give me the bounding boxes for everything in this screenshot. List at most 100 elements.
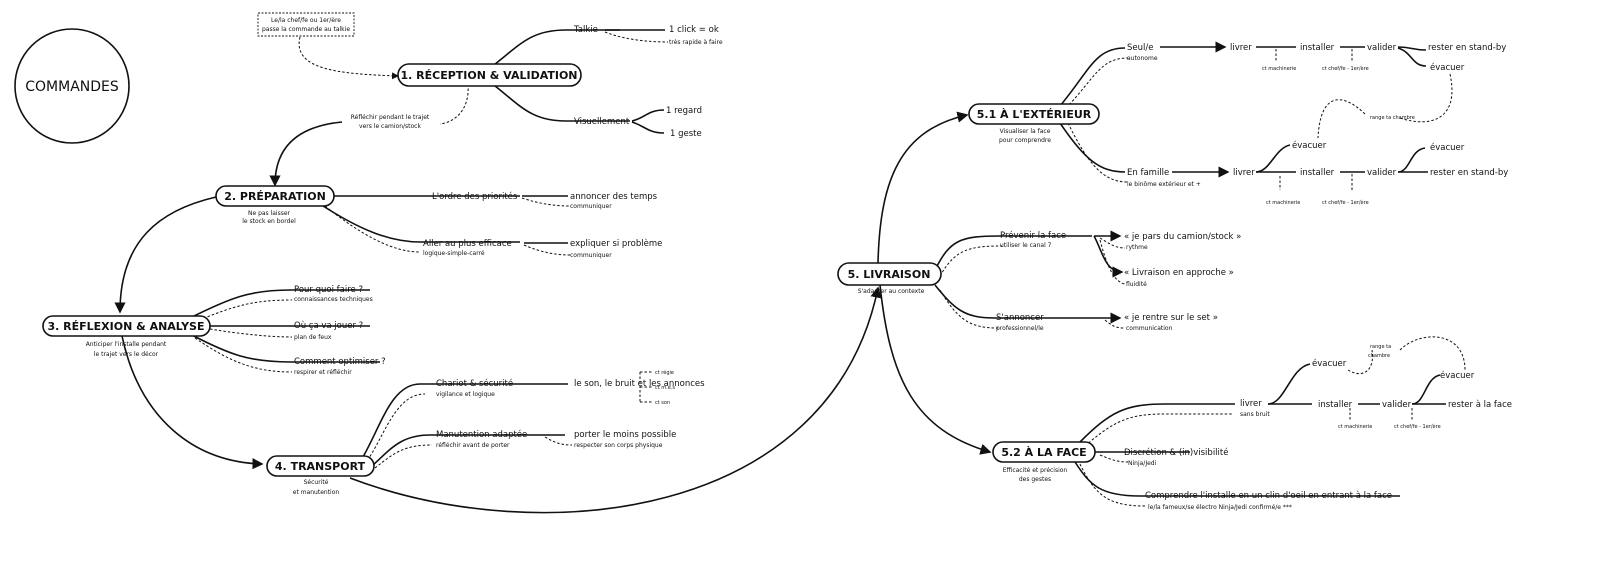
- dash-comment: [194, 337, 293, 373]
- label-n2-sub1: Ne pas laisser: [248, 210, 291, 217]
- label-n51: 5.1 À L'EXTÉRIEUR: [977, 108, 1092, 121]
- branch-prevenir: [934, 235, 1092, 271]
- label-trajet1: Réfléchir pendant le trajet: [351, 114, 430, 121]
- label-rapide: très rapide à faire: [669, 39, 723, 46]
- branch-livrer: [1079, 403, 1235, 443]
- node-preparation: L'ordre des priorités annoncer des temps…: [215, 185, 662, 259]
- note-line1: Le/la chef/fe ou 1er/ère: [271, 17, 341, 24]
- label-n52-sub1: Efficacité et précision: [1003, 467, 1068, 474]
- branch-comprendre: [1074, 461, 1400, 497]
- label-f-valider: valider: [1367, 168, 1397, 178]
- label-range: range ta chambre: [1370, 115, 1415, 121]
- label-n3-sub1: Anticiper l'installe pendant: [86, 341, 167, 348]
- label-plan: plan de feux: [294, 334, 332, 341]
- branch-f-evacuer2: [1397, 147, 1426, 173]
- branch-52-evacuer1: [1267, 363, 1311, 405]
- dash-range-left: [1317, 99, 1366, 139]
- label-comprendre: Comprendre l'installe en un clin d'oeil …: [1145, 491, 1392, 501]
- branch-standby: [1397, 46, 1427, 51]
- dash-pourquoi: [194, 299, 293, 323]
- label-communiquer: communiquer: [570, 203, 612, 210]
- label-f-ct-machinerie: ct machinerie: [1266, 200, 1300, 206]
- dash-communication: [1104, 319, 1125, 329]
- label-n1: 1. RÉCEPTION & VALIDATION: [400, 69, 577, 82]
- label-range52-2: chambre: [1368, 353, 1390, 359]
- label-comment: Comment optimiser ?: [294, 357, 386, 367]
- branch-sannoncer: [934, 284, 1122, 324]
- label-communiquer2: communiquer: [570, 252, 612, 259]
- node-reflexion-analyse: Pour quoi faire ? connaissances techniqu…: [42, 285, 386, 376]
- branch-evacuer: [1397, 47, 1427, 67]
- label-ct-son: ct son: [655, 400, 670, 406]
- dash-annoncer: [521, 197, 571, 207]
- dash-manutention: [374, 444, 433, 469]
- label-n2-sub2: le stock en bordel: [242, 218, 296, 225]
- label-logique: logique-simple-carré: [423, 250, 485, 257]
- label-52-evacuer2: évacuer: [1440, 370, 1475, 381]
- node-livraison: Prévenir la face utiliser le canal 7 « j…: [837, 111, 1241, 455]
- label-ordre: L'ordre des priorités: [432, 191, 518, 202]
- label-manutention: Manutention adaptée: [436, 429, 527, 440]
- arrow-approche: [1093, 235, 1124, 278]
- dash-ct-ticks: [640, 371, 652, 403]
- label-n52: 5.2 À LA FACE: [1001, 446, 1086, 459]
- label-prevenir: Prévenir la face: [1000, 230, 1066, 241]
- label-n4-sub2: et manutention: [293, 489, 340, 496]
- branch-manutention: [371, 434, 565, 467]
- dash-aller: [324, 205, 421, 253]
- connector-5-52: [879, 284, 992, 455]
- note-box: Le/la chef/fe ou 1er/ère passe la comman…: [257, 12, 355, 37]
- label-ninja: Ninja/Jedi: [1128, 460, 1157, 467]
- label-n4-sub1: Sécurité: [304, 479, 329, 486]
- label-aller: Aller au plus efficace: [423, 239, 512, 249]
- dash-range52-a: [1347, 349, 1374, 375]
- label-sansbruit: sans bruit: [1240, 411, 1270, 418]
- connector-2-3: [114, 196, 217, 314]
- dash-fameux: [1079, 463, 1146, 507]
- label-52-valider: valider: [1382, 400, 1412, 410]
- label-click: 1 click = ok: [669, 25, 719, 35]
- label-f-evacuer1: évacuer: [1292, 140, 1327, 151]
- label-vigilance: vigilance et logique: [436, 391, 495, 398]
- label-geste: 1 geste: [670, 129, 702, 139]
- label-52-evacuer1: évacuer: [1312, 358, 1347, 369]
- label-connaissances: connaissances techniques: [294, 296, 373, 303]
- dash-famille: [1067, 122, 1129, 183]
- label-jepars: « je pars du camion/stock »: [1124, 232, 1241, 242]
- label-seul: Seul/e: [1127, 43, 1153, 53]
- branch-geste: [631, 121, 665, 134]
- label-ct-machinerie: ct machinerie: [1262, 66, 1296, 72]
- label-n51-sub1: Visualiser la face: [1000, 128, 1051, 135]
- node-exterieur: Seul/e autonome livrer ct machinerie ins…: [968, 41, 1508, 206]
- label-range52-1: range ta: [1370, 344, 1391, 350]
- dash-livrer: [1084, 413, 1232, 447]
- label-ct-regie: ct régie: [655, 369, 674, 376]
- connector-4-5: [349, 286, 882, 514]
- dash-rythme: [1099, 237, 1126, 249]
- label-ct-mes: ct m.e.s: [655, 385, 675, 391]
- connector-5-51: [877, 111, 969, 264]
- branch-aller: [319, 203, 520, 243]
- label-binome: le binôme extérieur et +: [1127, 181, 1201, 188]
- label-pro: professionnel/le: [996, 325, 1044, 332]
- label-visuellement: Visuellement: [574, 117, 630, 127]
- label-annoncer: annoncer des temps: [570, 192, 658, 202]
- page-title: COMMANDES: [25, 79, 119, 95]
- label-52-ct-machinerie: ct machinerie: [1338, 424, 1372, 430]
- label-rentre: « je rentre sur le set »: [1124, 313, 1218, 323]
- dash-trajet: [439, 83, 469, 125]
- label-n52-sub2: des gestes: [1019, 476, 1051, 483]
- label-evacuer: évacuer: [1430, 62, 1465, 73]
- label-52-installer: installer: [1318, 400, 1353, 410]
- branch-chariot: [359, 383, 568, 463]
- dash-chariot: [364, 393, 426, 465]
- label-n5: 5. LIVRAISON: [848, 268, 931, 281]
- label-respirer: respirer et réfléchir: [294, 369, 352, 376]
- label-fluidite: fluidité: [1126, 281, 1147, 288]
- dash-porter: [544, 436, 573, 446]
- label-ou: Où ça va jouer ?: [294, 321, 363, 331]
- label-sannoncer: S'annoncer: [996, 313, 1044, 323]
- connector-3-4: [121, 335, 264, 470]
- dash-ou: [209, 328, 293, 338]
- label-n3: 3. RÉFLEXION & ANALYSE: [48, 320, 205, 333]
